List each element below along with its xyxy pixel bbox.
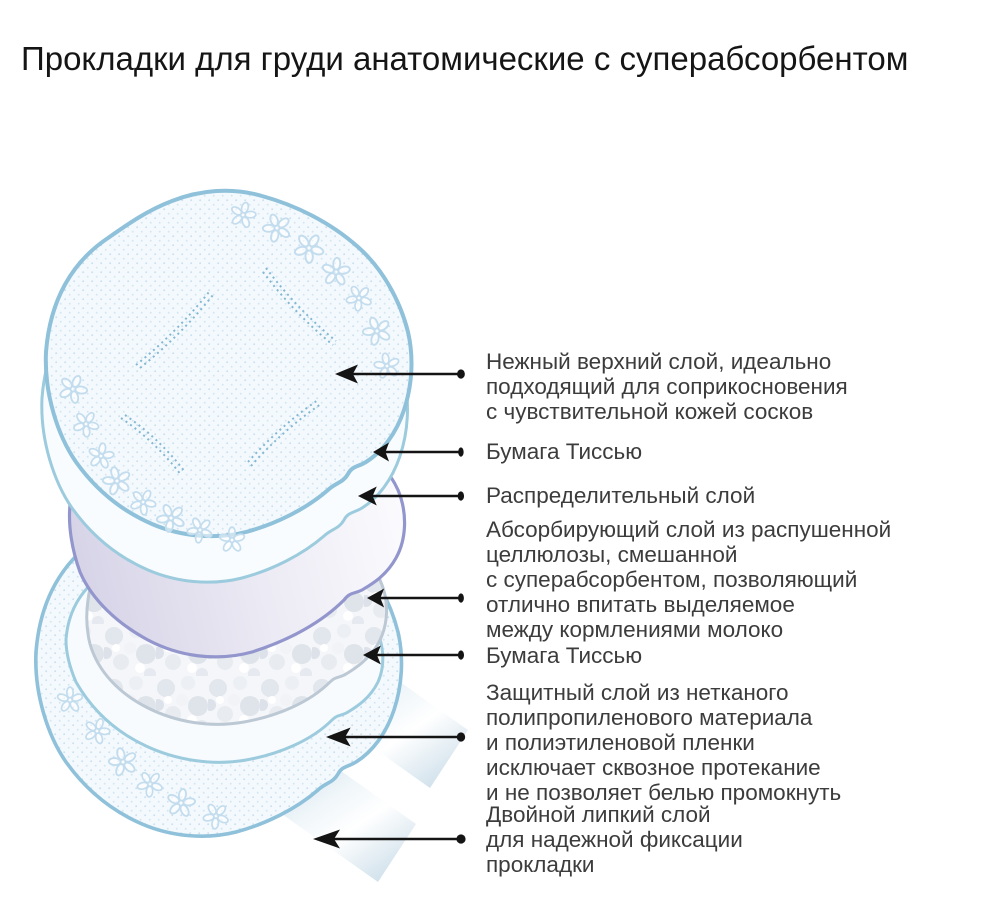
callout-line: полипропиленового материала [486,705,813,730]
callout-adhesive-layer: Двойной липкий слой для надежной фиксаци… [486,802,743,877]
callout-line: Бумага Тиссью [486,643,643,668]
callout-line: между кормлениями молоко [486,617,784,642]
callout-line: подходящий для соприкосновения [486,374,848,399]
callout-distribution-layer: Распределительный слой [486,483,755,508]
callout-top-soft-layer: Нежный верхний слой, идеально подходящий… [486,349,848,424]
callout-line: Абсорбирующий слой из распушенной [486,517,892,542]
callout-tissue-paper-2: Бумага Тиссью [486,643,642,668]
callout-line: и полиэтиленовой пленки [486,730,755,755]
callout-line: Защитный слой из нетканого [486,680,789,705]
top-soft-layer-shape [43,188,414,554]
callout-protective-layer: Защитный слой из нетканого полипропилено… [486,680,841,805]
arrow-tissue-paper-1 [371,441,465,463]
callout-line: прокладки [486,852,595,877]
callout-line: и не позволяет белью промокнуть [486,780,842,805]
stitch-lines [120,267,337,476]
arrow-absorbent-layer [365,587,466,609]
callout-line: с суперабсорбентом, позволяющий [486,567,858,592]
arrow-distribution-layer [356,485,466,507]
callout-absorbent-layer: Абсорбирующий слой из распушенной целлюл… [486,517,891,642]
callout-line: Нежный верхний слой, идеально [486,349,832,374]
callout-line: отлично впитать выделяемое [486,592,795,617]
page-title: Прокладки для груди анатомические с супе… [21,40,909,78]
callout-line: для надежной фиксации [486,827,743,852]
callout-line: с чувствительной кожей сосков [486,399,814,424]
callout-tissue-paper-1: Бумага Тиссью [486,439,642,464]
callout-line: Бумага Тиссью [486,439,643,464]
arrow-tissue-paper-2 [361,644,466,666]
callout-line: исключает сквозное протекание [486,755,821,780]
callout-line: целлюлозы, смешанной [486,542,738,567]
callout-line: Распределительный слой [486,483,756,508]
callout-line: Двойной липкий слой [486,802,711,827]
